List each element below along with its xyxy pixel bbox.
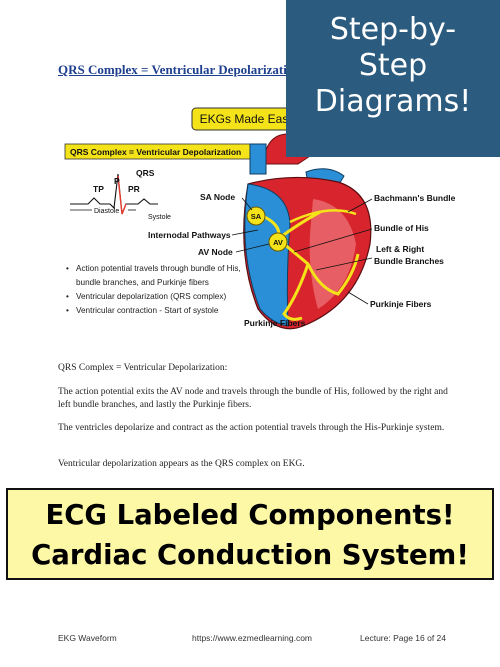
footer-url[interactable]: https://www.ezmedlearning.com — [192, 633, 312, 643]
label-bundle-branches: Bundle Branches — [374, 256, 444, 266]
list-item: Action potential travels through bundle … — [66, 262, 246, 290]
paragraph: Ventricular depolarization appears as th… — [58, 459, 305, 469]
label-bachmanns-bundle: Bachmann's Bundle — [374, 193, 456, 203]
figure-subtitle: QRS Complex = Ventricular Depolarization — [70, 147, 241, 157]
figure-bullet-list: Action potential travels through bundle … — [66, 262, 246, 318]
callout-line: Cardiac Conduction System! — [31, 539, 469, 571]
ekg-label-tp: TP — [93, 184, 104, 194]
figure-title: EKGs Made Easy — [200, 112, 295, 126]
sa-node-marker — [246, 206, 266, 226]
heart-illustration: SA AV — [243, 133, 372, 330]
footer-left: EKG Waveform — [58, 633, 117, 643]
banner-line: Step-by- — [329, 12, 457, 47]
ekg-label-diastole: Diastole — [94, 208, 119, 215]
list-item: Ventricular contraction - Start of systo… — [66, 304, 246, 318]
ekg-label-systole: Systole — [148, 214, 171, 221]
conduction-system-diagram: EKGs Made Easy QRS Complex = Ventricular… — [64, 107, 456, 330]
label-purkinje-fibers-right: Purkinje Fibers — [370, 299, 432, 309]
label-bundle-of-his: Bundle of His — [374, 223, 429, 233]
list-item: Ventricular depolarization (QRS complex) — [66, 290, 246, 304]
ekg-label-qrs: QRS — [136, 168, 155, 178]
label-purkinje-fibers-bottom: Purkinje Fibers — [244, 318, 306, 328]
paragraph: QRS Complex = Ventricular Depolarization… — [58, 363, 228, 373]
label-sa-node: SA Node — [200, 192, 235, 202]
footer-page-number: Lecture: Page 16 of 24 — [360, 633, 447, 643]
section-heading: QRS Complex = Ventricular Depolarization — [58, 62, 301, 77]
promo-callout: ECG Labeled Components! Cardiac Conducti… — [6, 488, 494, 580]
ekg-label-pr: PR — [128, 184, 140, 194]
label-left-right: Left & Right — [376, 244, 424, 254]
sa-node-text: SA — [251, 212, 262, 221]
callout-line: ECG Labeled Components! — [45, 499, 455, 531]
paragraph: The action potential exits the AV node a… — [58, 387, 448, 410]
av-node-marker — [268, 232, 288, 252]
ekg-label-p: P — [114, 176, 120, 186]
label-av-node: AV Node — [198, 247, 233, 257]
step-by-step-banner: Step-by- Step Diagrams! — [286, 0, 500, 157]
banner-line: Diagrams! — [314, 84, 472, 119]
paragraph: The ventricles depolarize and contract a… — [58, 423, 445, 433]
banner-line: Step — [358, 48, 428, 83]
ekg-trace: TP P PR QRS Diastole Systole — [70, 168, 171, 221]
av-node-text: AV — [273, 238, 283, 247]
label-internodal-pathways: Internodal Pathways — [148, 230, 231, 240]
